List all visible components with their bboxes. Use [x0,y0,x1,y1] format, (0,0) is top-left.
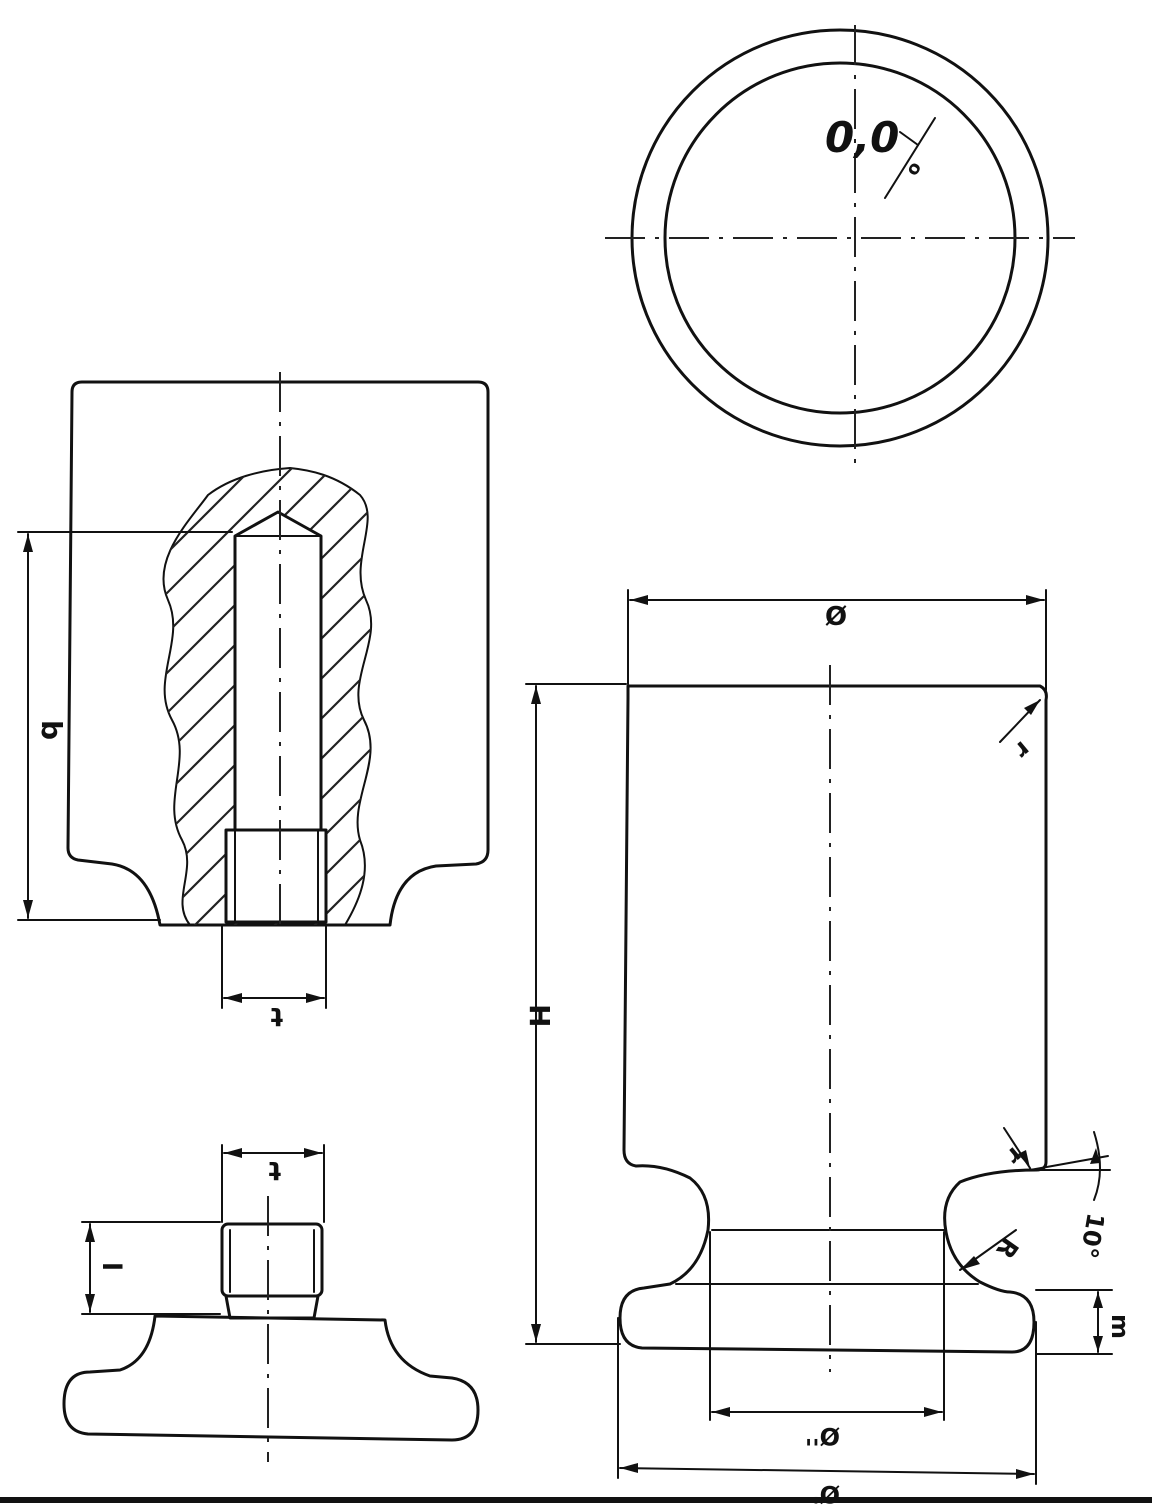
section-body-outline [66,380,490,927]
stud-neck [224,1294,320,1320]
dim-l-label: l [96,1262,126,1271]
small-view: t l [62,1144,480,1462]
tolerance-tick [899,131,919,146]
front-view-outline [618,684,1048,1354]
dim-diameter-top-label: Ø [825,602,847,632]
thread-section [224,828,328,924]
dim-H-label: H [523,1004,556,1027]
dim-R-label: R [990,1233,1024,1264]
dim-m-label: m [1106,1314,1134,1339]
small-view-base [62,1314,480,1442]
tolerance-value-label: 0,0 [825,113,899,162]
dim-r-top-label: r [1009,735,1036,764]
tolerance-leader-line [884,117,936,199]
drilled-hole-outline [233,510,323,832]
dim-t-top-label: t [271,1001,283,1031]
dim-angle-label: 10° [1074,1211,1109,1261]
section-view: b t [17,372,490,1031]
dim-t-bottom-label: t [269,1155,281,1185]
top-view: 0,0 o [605,25,1075,465]
dim-diameter-base-line [619,1467,1035,1475]
dim-diameter-inner-label: Ø'' [805,1422,840,1450]
tolerance-symbol-label: o [902,158,926,179]
front-view: Ø r H r 10° R m [523,589,1134,1508]
threaded-stud [220,1222,324,1298]
dim-diameter-base-label: Ø' [812,1480,840,1508]
dim-b-label: b [35,720,68,740]
dim-angle-arc [1093,1131,1101,1201]
